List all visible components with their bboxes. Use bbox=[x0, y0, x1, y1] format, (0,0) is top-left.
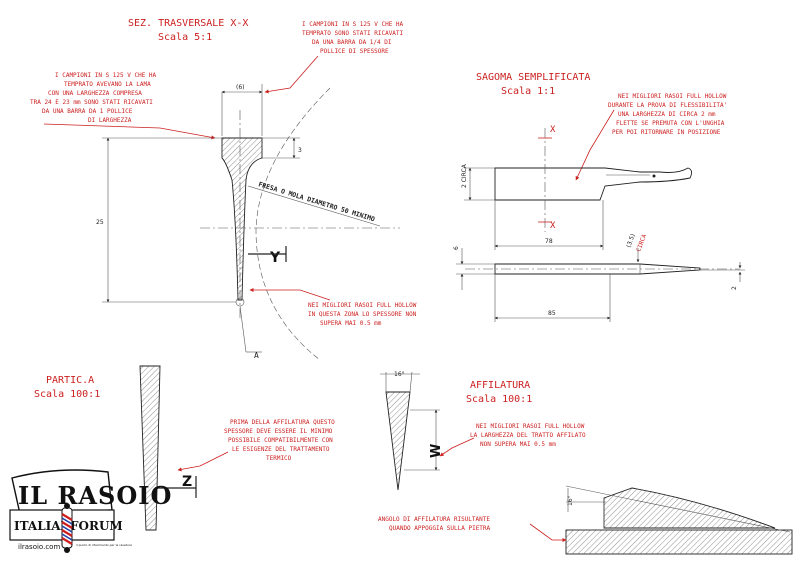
svg-text:ANGOLO DI AFFILATURA RISULTANT: ANGOLO DI AFFILATURA RISULTANTE bbox=[378, 516, 490, 523]
dim-width: (6) bbox=[236, 84, 245, 91]
section-xx-title: SEZ. TRASVERSALE X-X bbox=[128, 18, 248, 29]
svg-text:IN QUESTA ZONA LO SPESSORE NON: IN QUESTA ZONA LO SPESSORE NON bbox=[308, 311, 417, 318]
partic-a-title: PARTIC.A bbox=[46, 375, 94, 386]
dim-height: 25 bbox=[96, 219, 104, 226]
label-y: Y bbox=[269, 250, 281, 266]
section-xx-view: SEZ. TRASVERSALE X-X Scala 5:1 I CAMPION… bbox=[30, 18, 417, 361]
svg-text:CON UNA LARGHEZZA COMPRESA: CON UNA LARGHEZZA COMPRESA bbox=[48, 90, 142, 97]
affilatura-title: AFFILATURA bbox=[470, 380, 530, 391]
sagoma-title: SAGOMA SEMPLIFICATA bbox=[476, 72, 590, 83]
dim-circa-red: CIRCA bbox=[635, 233, 648, 253]
sharpening-stone bbox=[565, 529, 793, 555]
dim-78: 78 bbox=[545, 238, 553, 245]
label-w: W bbox=[429, 444, 444, 458]
label-a: A bbox=[254, 351, 259, 360]
dim-circa: 2 CIRCA bbox=[461, 163, 468, 188]
logo-forum: FORUM bbox=[70, 519, 123, 533]
svg-text:NEI MIGLIORI RASOI FULL HOLLOW: NEI MIGLIORI RASOI FULL HOLLOW bbox=[308, 302, 417, 309]
angolo-view: 16° ANGOLO DI AFFILATURA RISULTANTE QUAN… bbox=[378, 485, 793, 555]
svg-text:DURANTE LA PROVA DI FLESSIBILI: DURANTE LA PROVA DI FLESSIBILITA' bbox=[608, 102, 727, 109]
affilatura-angle: 16° bbox=[394, 371, 405, 378]
svg-text:DA UNA BARRA DA 1 POLLICE: DA UNA BARRA DA 1 POLLICE bbox=[42, 108, 133, 115]
svg-text:DI LARGHEZZA: DI LARGHEZZA bbox=[88, 117, 132, 124]
svg-text:SPESSORE DEVE ESSERE IL MINIMO: SPESSORE DEVE ESSERE IL MINIMO bbox=[224, 428, 333, 435]
partic-a-view: PARTIC.A Scala 100:1 PRIMA DELLA AFFILAT… bbox=[34, 365, 335, 531]
svg-text:TEMPRATO SONO STATI RICAVATI: TEMPRATO SONO STATI RICAVATI bbox=[302, 30, 404, 37]
svg-text:NEI MIGLIORI RASOI FULL HOLLOW: NEI MIGLIORI RASOI FULL HOLLOW bbox=[618, 93, 727, 100]
svg-text:TERMICO: TERMICO bbox=[266, 455, 292, 462]
logo-title: IL RASOIO bbox=[18, 481, 172, 510]
dim-spine: 3 bbox=[298, 147, 302, 154]
razor-profile bbox=[494, 167, 693, 201]
svg-text:SUPERA MAI 0.5 mm: SUPERA MAI 0.5 mm bbox=[320, 320, 382, 327]
svg-text:POSSIBILE COMPATIBILMENTE CON: POSSIBILE COMPATIBILMENTE CON bbox=[228, 437, 333, 444]
section-xx-note-bottom: NEI MIGLIORI RASOI FULL HOLLOW IN QUESTA… bbox=[308, 302, 417, 327]
svg-text:TEMPRATO AVEVANO LA LAMA: TEMPRATO AVEVANO LA LAMA bbox=[64, 81, 151, 88]
partic-a-blade-tip bbox=[139, 365, 161, 531]
dim-2: 2 bbox=[731, 286, 738, 290]
angolo-angle: 16° bbox=[567, 495, 574, 506]
section-xx-note-top: I CAMPIONI IN S 125 V CHE HA TEMPRATO SO… bbox=[302, 21, 404, 55]
section-xx-note-left: I CAMPIONI IN S 125 V CHE HA TEMPRATO AV… bbox=[30, 72, 157, 124]
svg-text:LE ESIGENZE DEL TRATTAMENTO: LE ESIGENZE DEL TRATTAMENTO bbox=[232, 446, 330, 453]
affilatura-scale: Scala 100:1 bbox=[466, 394, 532, 405]
partic-a-scale: Scala 100:1 bbox=[34, 389, 100, 400]
svg-text:NON SUPERA MAI 0.5 mm: NON SUPERA MAI 0.5 mm bbox=[480, 441, 556, 448]
dim-85: 85 bbox=[548, 310, 556, 317]
wheel-label: FRESA O MOLA DIAMETRO 50 MINIMO bbox=[257, 180, 375, 223]
dim-6: 6 bbox=[453, 246, 460, 250]
razor-on-stone bbox=[603, 487, 776, 529]
sagoma-note: NEI MIGLIORI RASOI FULL HOLLOW DURANTE L… bbox=[608, 93, 727, 136]
logo-tagline: il punto di riferimento per la rasatura bbox=[76, 543, 132, 547]
barber-pole-icon bbox=[61, 503, 73, 553]
svg-text:NEI MIGLIORI RASOI FULL HOLLOW: NEI MIGLIORI RASOI FULL HOLLOW bbox=[476, 423, 585, 430]
section-xx-scale: Scala 5:1 bbox=[158, 32, 212, 43]
svg-text:FLETTE SE PREMUTA CON L'UNGHIA: FLETTE SE PREMUTA CON L'UNGHIA bbox=[616, 120, 725, 127]
svg-text:I CAMPIONI IN S 125 V CHE HA: I CAMPIONI IN S 125 V CHE HA bbox=[55, 72, 157, 79]
affilatura-blade-tip bbox=[385, 391, 411, 491]
label-x-top: X bbox=[550, 125, 556, 135]
svg-text:QUANDO APPOGGIA SULLA PIETRA: QUANDO APPOGGIA SULLA PIETRA bbox=[389, 525, 491, 532]
svg-text:TRA 24 E 23 mm SONO STATI RICA: TRA 24 E 23 mm SONO STATI RICAVATI bbox=[30, 99, 153, 106]
il-rasoio-logo: IL RASOIO ITALIAN FORUM ilrasoio.com il … bbox=[9, 469, 172, 553]
partic-a-note: PRIMA DELLA AFFILATURA QUESTO SPESSORE D… bbox=[224, 419, 335, 462]
svg-text:PER POI RITORNARE IN POSIZIONE: PER POI RITORNARE IN POSIZIONE bbox=[612, 129, 721, 136]
svg-text:POLLICE DI SPESSORE: POLLICE DI SPESSORE bbox=[320, 48, 389, 55]
affilatura-view: AFFILATURA Scala 100:1 16° W NEI MIGLIOR… bbox=[380, 371, 586, 491]
grinding-wheel-arc bbox=[255, 87, 331, 361]
svg-text:I CAMPIONI IN S 125 V CHE HA: I CAMPIONI IN S 125 V CHE HA bbox=[302, 21, 404, 28]
svg-text:UNA LARGHEZZA DI CIRCA 2 mm: UNA LARGHEZZA DI CIRCA 2 mm bbox=[618, 111, 716, 118]
label-z: Z bbox=[182, 474, 192, 490]
affilatura-note: NEI MIGLIORI RASOI FULL HOLLOW LA LARGHE… bbox=[470, 423, 586, 448]
label-x-bottom: X bbox=[550, 221, 556, 231]
dim-35: (3.5) bbox=[625, 233, 636, 249]
sagoma-scale: Scala 1:1 bbox=[501, 86, 555, 97]
svg-text:DA UNA BARRA DA 1/4 DI: DA UNA BARRA DA 1/4 DI bbox=[312, 39, 392, 46]
sagoma-view: SAGOMA SEMPLIFICATA Scala 1:1 NEI MIGLIO… bbox=[453, 72, 745, 322]
blade-section-hatched bbox=[221, 137, 263, 301]
logo-url: ilrasoio.com bbox=[18, 543, 60, 551]
svg-text:LA LARGHEZZA DEL TRATTO AFFILA: LA LARGHEZZA DEL TRATTO AFFILATO bbox=[470, 432, 586, 439]
svg-text:PRIMA DELLA AFFILATURA QUESTO: PRIMA DELLA AFFILATURA QUESTO bbox=[230, 419, 335, 426]
logo-italian: ITALIAN bbox=[14, 519, 72, 533]
angolo-note: ANGOLO DI AFFILATURA RISULTANTE QUANDO A… bbox=[378, 516, 491, 532]
